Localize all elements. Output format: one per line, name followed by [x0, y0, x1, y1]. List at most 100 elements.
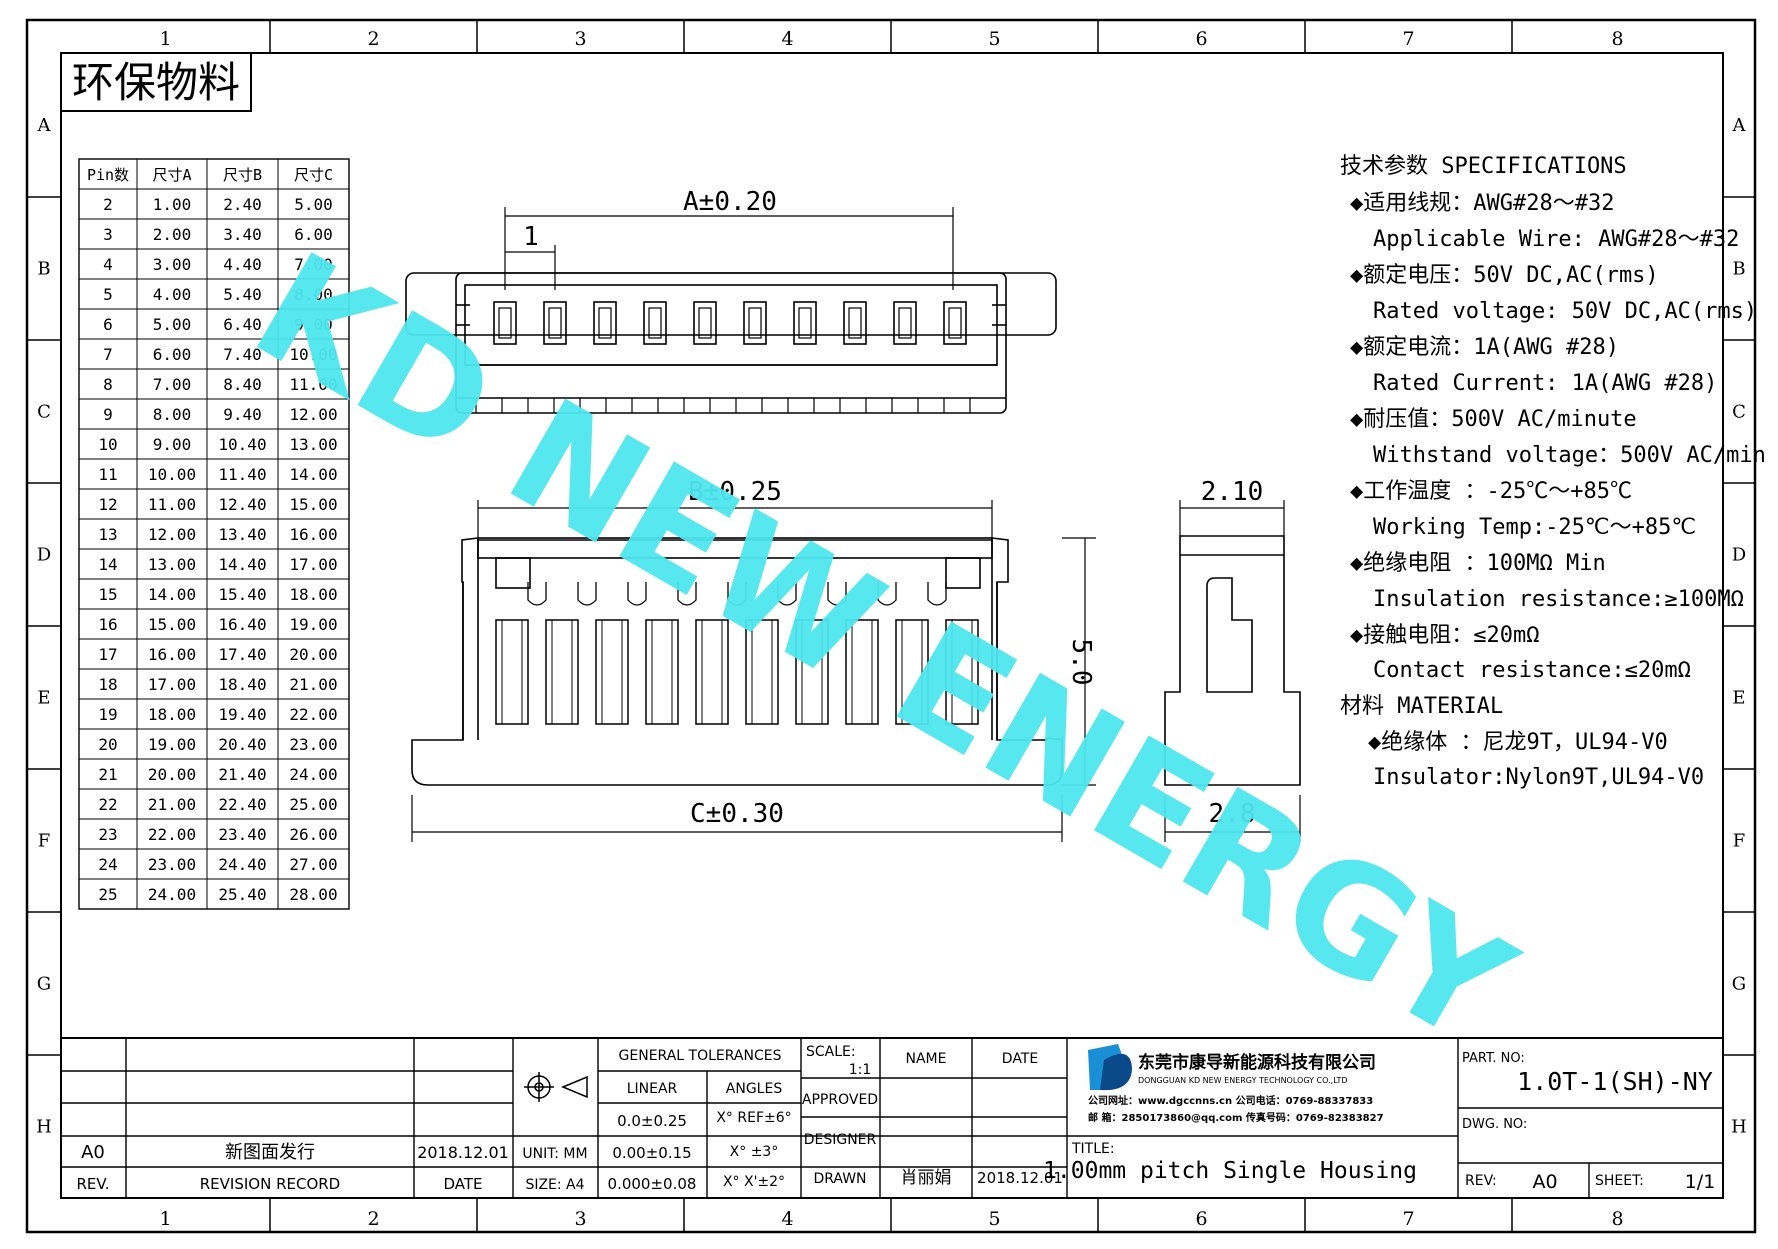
spec-line: ◆工作温度 ：-25℃～+85℃ — [1350, 479, 1632, 504]
drawn-label: DRAWN — [813, 1171, 866, 1187]
spec-line: Withstand voltage：500V AC/min — [1373, 443, 1766, 468]
pin-table-cell: 2.40 — [223, 195, 262, 214]
pin-table-cell: 14 — [98, 555, 117, 574]
dim-a — [504, 207, 954, 290]
pin-table-cell: 12.00 — [289, 405, 337, 424]
pin-table-cell: 24.40 — [218, 855, 266, 874]
pin-table-cell: 15 — [98, 585, 117, 604]
pin-table-cell: 17.40 — [218, 645, 266, 664]
front-view — [411, 537, 1063, 786]
pin-table-cell: 15.00 — [289, 495, 337, 514]
part-no-label: PART. NO: — [1462, 1051, 1525, 1066]
pin-table-cell: 25.40 — [218, 885, 266, 904]
company-contact-2: 邮 箱：2850173860@qq.com 传真号码：0769-82383827 — [1088, 1111, 1384, 1124]
pin-table-header: Pin数 — [87, 166, 129, 184]
pin-table-cell: 8.00 — [294, 285, 333, 304]
zone-col-top: 1 — [159, 28, 171, 50]
pin-table-cell: 9.00 — [294, 315, 333, 334]
spec-line: ◆额定电压：50V DC,AC(rms) — [1350, 263, 1659, 288]
name-label: NAME — [906, 1051, 947, 1067]
spec-line: ◆绝缘体 ：尼龙9T，UL94-V0 — [1368, 730, 1668, 755]
pin-table-cell: 4.00 — [153, 285, 192, 304]
dim-height-label: 5.0 — [1066, 639, 1096, 686]
pin-table-cell: 21.00 — [148, 795, 196, 814]
pin-table-cell: 7.40 — [223, 345, 262, 364]
zone-col-top: 8 — [1611, 28, 1623, 50]
pin-table-cell: 20.00 — [148, 765, 196, 784]
dim-b — [411, 500, 1096, 842]
zone-row-left: G — [37, 974, 51, 995]
dim-pitch-label: 1 — [523, 222, 539, 252]
pin-table-cell: 12 — [98, 495, 117, 514]
pin-table-cell: 11.00 — [289, 375, 337, 394]
zone-col-bottom: 1 — [159, 1208, 171, 1230]
pin-table-cell: 17 — [98, 645, 117, 664]
scale-value: 1:1 — [849, 1062, 872, 1078]
dim-a-label: A±0.20 — [683, 187, 777, 217]
pin-table-cell: 22.00 — [148, 825, 196, 844]
pin-table-cell: 27.00 — [289, 855, 337, 874]
eco-badge-box — [60, 52, 252, 112]
general-tolerances: GENERAL TOLERANCES — [619, 1048, 782, 1064]
spec-line: Insulator:Nylon9T,UL94-V0 — [1373, 765, 1704, 790]
zone-col-bottom: 5 — [988, 1208, 1000, 1230]
zone-col-top: 7 — [1402, 28, 1414, 50]
zone-row-left: C — [37, 402, 51, 423]
pin-table-cell: 2.00 — [153, 225, 192, 244]
zone-col-top: 3 — [574, 28, 586, 50]
ang-2: X° ±3° — [730, 1144, 779, 1160]
zone-row-left: F — [38, 831, 51, 852]
dim-depth-bottom-label: 2.8 — [1209, 799, 1256, 829]
pin-table-cell: 12.40 — [218, 495, 266, 514]
pin-table-cell: 3.40 — [223, 225, 262, 244]
projection-symbol-icon — [524, 1072, 588, 1102]
pin-table-cell: 5.40 — [223, 285, 262, 304]
pin-table-cell: 20 — [98, 735, 117, 754]
specifications: 技术参数 SPECIFICATIONS◆适用线规：AWG#28～#32Appli… — [1340, 154, 1766, 790]
dim-depth-top-label: 2.10 — [1201, 477, 1264, 507]
pin-table-cell: 11.40 — [218, 465, 266, 484]
pin-table-cell: 7.00 — [294, 255, 333, 274]
pin-table-cell: 23.00 — [148, 855, 196, 874]
pin-table-cell: 25 — [98, 885, 117, 904]
spec-line: ◆绝缘电阻 ：100MΩ Min — [1350, 551, 1606, 576]
pin-table-cell: 10.00 — [148, 465, 196, 484]
title-value: 1.00mm pitch Single Housing — [1043, 1158, 1417, 1184]
pin-table-cell: 23 — [98, 825, 117, 844]
company-contact-1: 公司网址：www.dgccnns.cn 公司电话：0769-88337833 — [1088, 1094, 1373, 1107]
pin-table-cell: 5.00 — [153, 315, 192, 334]
company-logo-icon — [1088, 1044, 1132, 1091]
pin-table-cell: 18.00 — [289, 585, 337, 604]
zone-row-right: H — [1731, 1117, 1747, 1138]
unit-label: UNIT: MM — [522, 1146, 587, 1162]
zone-row-right: C — [1732, 402, 1746, 423]
zone-col-bottom: 4 — [781, 1208, 793, 1230]
zone-row-right: G — [1732, 974, 1746, 995]
pin-table-cell: 11 — [98, 465, 117, 484]
rev-value: A0 — [81, 1142, 105, 1163]
pin-table-cell: 16.40 — [218, 615, 266, 634]
top-view — [405, 272, 1057, 414]
zone-row-left: A — [37, 115, 52, 136]
pin-table-cell: 4 — [103, 255, 113, 274]
pin-table-cell: 20.40 — [218, 735, 266, 754]
pin-table-header: 尺寸A — [152, 166, 191, 184]
pin-table-cell: 6.00 — [153, 345, 192, 364]
spec-line: Insulation resistance:≥100MΩ — [1373, 587, 1744, 612]
zone-row-right: E — [1732, 688, 1745, 709]
pin-table-cell: 9 — [103, 405, 113, 424]
watermark: KD NEW ENERGY — [227, 220, 1540, 1078]
drawn-name: 肖丽娟 — [901, 1168, 952, 1188]
pin-table-cell: 19.00 — [148, 735, 196, 754]
pin-table-cell: 14.00 — [289, 465, 337, 484]
zone-row-right: F — [1733, 831, 1746, 852]
pin-table-cell: 18.40 — [218, 675, 266, 694]
pin-table-cell: 17.00 — [289, 555, 337, 574]
zone-col-top: 5 — [988, 28, 1000, 50]
ang-1: X° REF±6° — [716, 1110, 791, 1126]
zone-row-right: D — [1732, 545, 1746, 566]
pin-table-cell: 24.00 — [289, 765, 337, 784]
scale-label: SCALE: — [806, 1044, 856, 1060]
